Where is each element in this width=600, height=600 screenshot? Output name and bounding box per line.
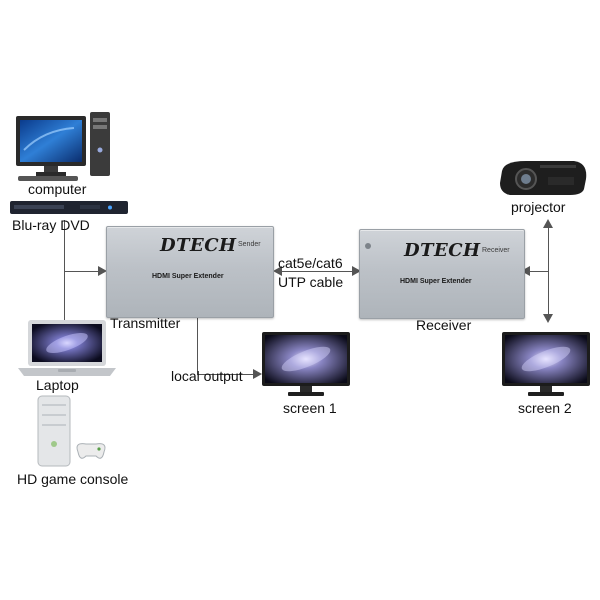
- source-to-transmitter-line: [64, 271, 102, 272]
- local-output-line-vertical: [197, 318, 198, 374]
- output-bus-line: [548, 226, 549, 318]
- computer-label: computer: [28, 181, 87, 197]
- source-arrowhead: [98, 266, 107, 276]
- receiver-bus-arrowhead-left: [521, 266, 530, 276]
- transmitter-role: Sender: [238, 241, 261, 248]
- computer-icon: [16, 112, 110, 181]
- projector-icon: [500, 161, 587, 195]
- receiver-model: HDMI Super Extender: [400, 278, 472, 285]
- source-bus-line: [64, 220, 65, 325]
- receiver-port-icon: [365, 243, 371, 249]
- receiver-device: DTECH Receiver HDMI Super Extender: [359, 229, 525, 319]
- local-output-label: local output: [171, 368, 243, 384]
- local-output-arrowhead: [253, 369, 262, 379]
- game-console-label: HD game console: [17, 471, 129, 487]
- screen2-label: screen 2: [518, 400, 572, 416]
- local-output-line-horizontal: [197, 374, 255, 375]
- cable-arrowhead-right: [352, 266, 361, 276]
- laptop-label: Laptop: [36, 377, 79, 393]
- transmitter-device: DTECH Sender HDMI Super Extender: [106, 226, 274, 318]
- receiver-to-bus-line: [527, 271, 548, 272]
- receiver-label: Receiver: [416, 317, 472, 333]
- screen1-monitor-icon: [262, 332, 350, 396]
- cable-line: [280, 271, 356, 272]
- cable-type-label: cat5e/cat6: [278, 255, 343, 271]
- transmitter-label: Transmitter: [110, 315, 181, 331]
- bluray-label: Blu-ray DVD: [12, 217, 90, 233]
- projector-arrowhead: [543, 219, 553, 228]
- cable-name-label: UTP cable: [278, 274, 344, 290]
- receiver-role: Receiver: [482, 247, 510, 254]
- receiver-brand: DTECH: [404, 240, 481, 261]
- screen2-arrowhead: [543, 314, 553, 323]
- game-console-icon: [37, 395, 106, 467]
- transmitter-brand: DTECH: [160, 235, 237, 256]
- screen1-label: screen 1: [283, 400, 337, 416]
- laptop-icon: [18, 320, 116, 376]
- cable-arrowhead-left: [273, 266, 282, 276]
- bluray-player-icon: [10, 201, 128, 214]
- transmitter-model: HDMI Super Extender: [152, 273, 224, 280]
- projector-label: projector: [511, 199, 566, 215]
- screen2-monitor-icon: [502, 332, 590, 396]
